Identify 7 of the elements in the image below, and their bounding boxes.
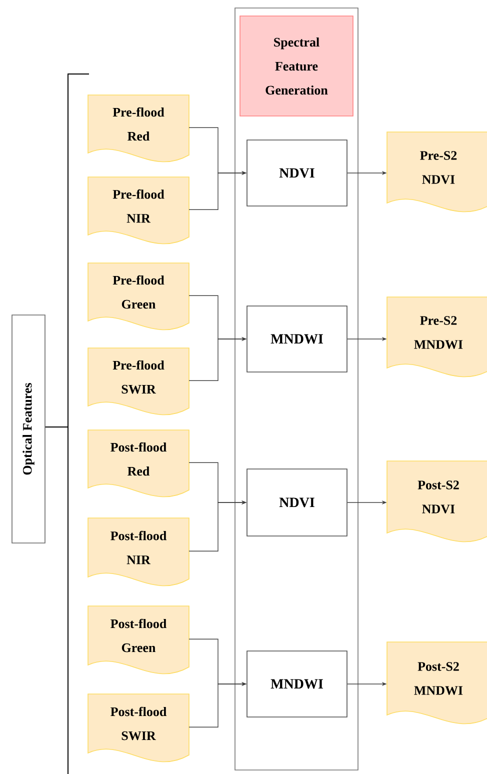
process-box: NDVI [246,468,348,536]
category-box: Optical Features [12,314,46,544]
process-box: NDVI [246,140,348,206]
group-frame [234,8,358,770]
process-box: MNDWI [246,306,348,372]
process-box: MNDWI [246,650,348,718]
heading-box: Spectral Feature Generation [240,16,354,116]
